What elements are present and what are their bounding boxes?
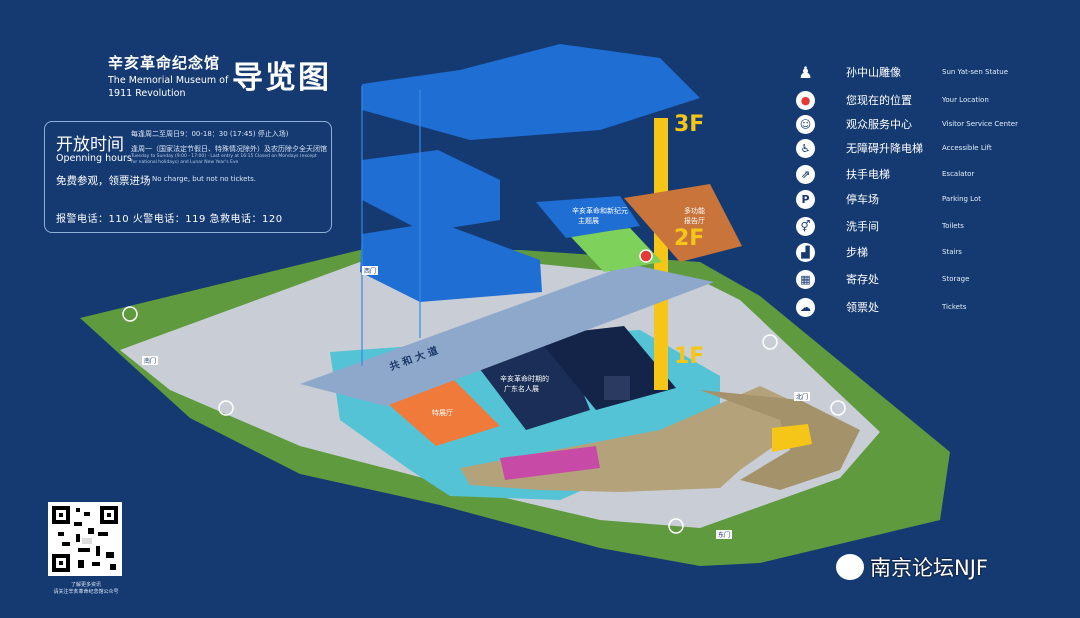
legend-label-cn: 孙中山雕像 (846, 66, 901, 79)
legend-item: ♿ 无障碍升降电梯 Accessible Lift (796, 137, 992, 159)
legend-item: ▟ 步梯 Stairs (796, 241, 962, 263)
qr-code-pattern (52, 506, 118, 572)
parking-icon (762, 334, 778, 350)
accessible-lift-icon: ♿ (796, 138, 815, 158)
parking-icon (668, 518, 684, 534)
legend-label-en: Stairs (942, 248, 962, 256)
legend-item: ☺ 观众服务中心 Visitor Service Center (796, 113, 1018, 135)
watermark-text: 南京论坛NJF (870, 556, 988, 580)
parking-icon (830, 400, 846, 416)
toilet-icon: ⚥ (796, 216, 815, 236)
legend-label-cn: 无障碍升降电梯 (846, 142, 923, 155)
location-pin-icon (639, 249, 653, 263)
escalator-1f (604, 376, 630, 400)
qr-code[interactable] (48, 502, 122, 576)
floor-2f-blue-east (536, 196, 640, 238)
opening-hours-line3: Tuesday to Sunday (9:00 - 17:00) · Last … (131, 154, 317, 165)
legend-label-en: Visitor Service Center (942, 120, 1018, 128)
magenta-hall (500, 446, 600, 480)
legend-label-cn: 洗手间 (846, 220, 879, 233)
hall-2f-label-b: 主题展 (578, 217, 599, 225)
museum-name-cn: 辛亥革命纪念馆 (108, 54, 221, 72)
opening-hours-title-en: Openning hours (56, 153, 132, 164)
location-pin-icon: ● (796, 90, 815, 110)
legend-label-cn: 寄存处 (846, 273, 879, 286)
parking-icon (122, 306, 138, 322)
promenade-curve (700, 390, 860, 490)
museum-title-block: 辛亥革命纪念馆 The Memorial Museum of 1911 Revo… (108, 52, 228, 99)
temp-hall-label: 特展厅 (432, 409, 453, 417)
museum-name-en-1: The Memorial Museum of (108, 75, 229, 86)
wechat-icon (836, 554, 864, 580)
free-admission-text: 免费参观，领票进场 (56, 175, 151, 187)
legend-label-en: Escalator (942, 170, 975, 178)
legend-label-en: Parking Lot (942, 195, 981, 203)
floor-2f-blue (360, 222, 542, 302)
republic-avenue (300, 264, 714, 406)
legend-label-cn: 您现在的位置 (846, 94, 912, 107)
free-admission-text-en: No charge, but not no tickets. (152, 175, 257, 183)
legend-label-en: Your Location (942, 96, 989, 104)
statue-icon: ♟ (798, 62, 813, 82)
parking-icon (218, 400, 234, 416)
legend-label-cn: 领票处 (846, 301, 879, 314)
legend-label-en: Toilets (942, 222, 964, 230)
floor-label-2f: 2F (674, 226, 705, 251)
hall-2f-label-d: 报告厅 (684, 217, 705, 225)
north-gate-label: 北门 (794, 392, 811, 401)
guide-map-title: 导览图 (232, 60, 331, 96)
floor-2f-green (570, 228, 662, 272)
stairs-icon: ▟ (796, 242, 815, 262)
main-hall-label-a: 辛亥革命时期的 (500, 375, 549, 383)
main-hall-label-b: 广东名人展 (504, 385, 539, 393)
south-gate-label: 南门 (142, 356, 159, 365)
opening-hours-box (44, 121, 332, 233)
floor-label-3f: 3F (674, 112, 705, 137)
floor-label-1f: 1F (674, 344, 705, 369)
storage-icon: ▦ (796, 269, 815, 289)
tickets-icon: ☁ (796, 297, 815, 317)
opening-hours-line2: 逢周一（国家法定节假日、特殊情况除外）及农历除夕全天闭馆 (131, 145, 327, 153)
opening-hours-line1: 每逢周二至周日9：00-18：30 (17:45) 停止入场) (131, 130, 289, 138)
legend-label-cn: 观众服务中心 (846, 118, 912, 131)
legend-item: P 停车场 Parking Lot (796, 188, 981, 210)
service-center-icon: ☺ (796, 114, 815, 134)
museum-name-en-2: 1911 Revolution (108, 88, 186, 99)
legend-item: ⚥ 洗手间 Toilets (796, 215, 964, 237)
west-gate-label: 西门 (362, 266, 379, 275)
qr-caption-line1: 了解更多资讯 (70, 582, 101, 588)
legend-label-en: Sun Yat-sen Statue (942, 68, 1008, 76)
legend-item: ♟ 孙中山雕像 Sun Yat-sen Statue (796, 61, 1008, 83)
legend-label-cn: 停车场 (846, 193, 879, 206)
lift-shaft (654, 118, 668, 390)
hall-2f-label-c: 多功能 (684, 207, 705, 215)
east-gate-label: 东门 (716, 530, 733, 539)
legend-item: ☁ 领票处 Tickets (796, 296, 966, 318)
hall-2f-label-a: 辛亥革命和新纪元 (572, 207, 628, 215)
emergency-phones: 报警电话：110 火警电话：119 急救电话：120 (56, 214, 283, 225)
escalator-icon: ⇗ (796, 164, 815, 184)
qr-caption-line2: 请关注辛亥革命纪念馆公众号 (53, 589, 119, 595)
legend-label-en: Tickets (942, 303, 967, 311)
main-hall-1f-east (536, 326, 676, 410)
floor-3f (362, 44, 700, 140)
legend-label-en: Accessible Lift (942, 144, 992, 152)
floor-2f-orange (624, 184, 742, 262)
opening-hours-title: 开放时间 (56, 135, 124, 155)
qr-caption: 了解更多资讯 请关注辛亥革命纪念馆公众号 (38, 582, 134, 596)
floor-mid (362, 150, 500, 232)
legend-label-cn: 步梯 (846, 246, 868, 259)
parking-icon: P (796, 189, 815, 209)
legend-item: ● 您现在的位置 Your Location (796, 89, 989, 111)
legend-item: ▦ 寄存处 Storage (796, 268, 969, 290)
legend-label-cn: 扶手电梯 (846, 168, 890, 181)
yellow-area (772, 424, 812, 452)
legend-label-en: Storage (942, 275, 970, 283)
legend-item: ⇗ 扶手电梯 Escalator (796, 163, 974, 185)
